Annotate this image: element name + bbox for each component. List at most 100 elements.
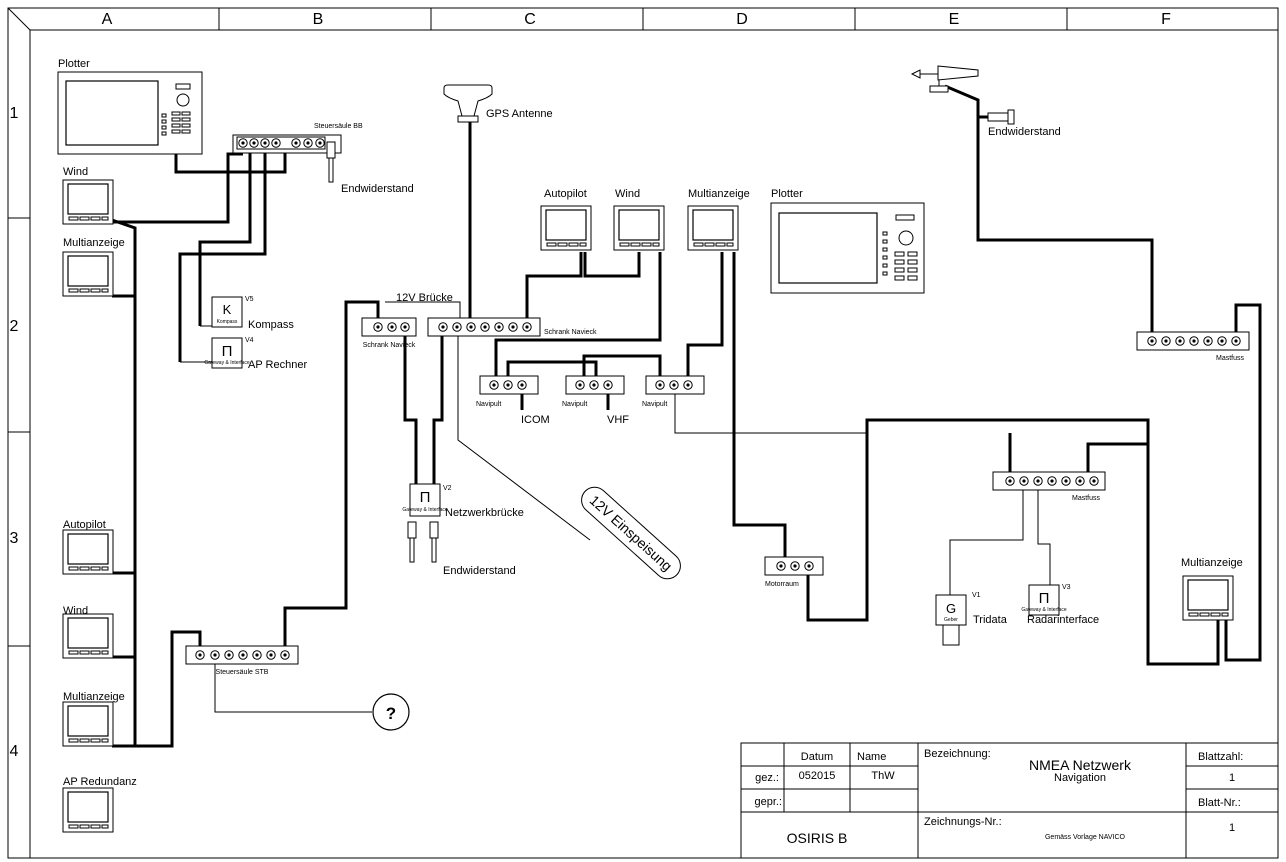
wind-c-label: Wind — [615, 188, 640, 200]
network-wires — [111, 84, 1262, 748]
multi-d-label: Multianzeige — [688, 188, 750, 200]
motorraum-label: Motorraum — [765, 581, 799, 588]
drawing-frame — [7, 7, 1279, 859]
terminator-c-label: Endwiderstand — [443, 565, 516, 577]
kompass-label: Kompass — [248, 319, 294, 331]
tridata-module[interactable]: G Geber — [935, 594, 967, 646]
mastfuss-1-label: Mastfuss — [1216, 355, 1245, 362]
multi-display-a2[interactable] — [62, 701, 114, 747]
ap-rechner-module[interactable]: Π Gateway & Interface — [204, 337, 250, 369]
autopilot-display-a[interactable] — [62, 529, 114, 575]
title-bezeichnung-header: Bezeichnung: — [924, 748, 991, 760]
icom-label: ICOM — [521, 414, 550, 426]
backbone-steuersaeule-bb[interactable] — [232, 134, 342, 154]
radarinterface-sub: Gateway & Interface — [1021, 607, 1067, 613]
netzwerkbruecke-version: V2 — [443, 485, 452, 492]
backbone-mastfuss-1[interactable] — [1136, 331, 1250, 351]
backbone-mastfuss-2[interactable] — [992, 471, 1106, 491]
backbone-motorraum[interactable] — [764, 556, 824, 576]
terminator-b-label: Endwiderstand — [341, 183, 414, 195]
plotter-a-label: Plotter — [58, 58, 90, 70]
navipult-3-label: Navipult — [642, 401, 667, 408]
radarinterface-label: Radarinterface — [1027, 614, 1099, 626]
kompass-glyph: K — [223, 302, 232, 317]
title-datum-header: Datum — [801, 751, 833, 763]
steuersaeule-stb-label: Steuersäule STB — [216, 669, 269, 676]
wind-transducer-icon[interactable] — [910, 65, 979, 93]
column-label-a: A — [102, 11, 113, 28]
navipult-1-label: Navipult — [476, 401, 501, 408]
feed-12v-text: 12V Einspeisung — [587, 492, 676, 574]
gps-antenna-icon[interactable] — [443, 84, 493, 123]
terminator-c1-icon — [407, 521, 417, 563]
backbone-navipult-2[interactable] — [565, 375, 625, 395]
schrank-navieck-1-label: Schrank Navieck — [363, 342, 416, 349]
plotter-d[interactable] — [770, 202, 925, 294]
backbone-navipult-1[interactable] — [479, 375, 539, 395]
title-name-value: ThW — [871, 770, 895, 782]
multi-a1-label: Multianzeige — [63, 237, 125, 249]
title-blattnr-value: 1 — [1229, 822, 1235, 834]
radarinterface-glyph: Π — [1039, 590, 1050, 607]
radarinterface-version: V3 — [1062, 584, 1071, 591]
title-zeichnungsnr-header: Zeichnungs-Nr.: — [924, 816, 1002, 828]
ap-rechner-glyph: Π — [222, 343, 233, 360]
row-label-3: 3 — [10, 530, 19, 547]
row-label-1: 1 — [10, 105, 19, 122]
wind-display-a1[interactable] — [62, 179, 114, 225]
tridata-version: V1 — [972, 592, 981, 599]
ap-rechner-version: V4 — [245, 337, 254, 344]
multi-a2-label: Multianzeige — [63, 691, 125, 703]
netzwerkbruecke-module[interactable]: Π Gateway & Interface — [402, 483, 448, 517]
tridata-sub: Geber — [944, 617, 958, 623]
backbone-schrank-navieck-1[interactable] — [361, 317, 417, 337]
tridata-glyph: G — [946, 601, 956, 616]
column-label-e: E — [949, 11, 960, 28]
multi-display-f[interactable] — [1182, 575, 1234, 621]
title-blattnr-header: Blatt-Nr.: — [1198, 797, 1241, 809]
wind-display-a2[interactable] — [62, 613, 114, 659]
row-label-4: 4 — [10, 743, 19, 760]
title-sub: Navigation — [1054, 772, 1106, 784]
terminator-b-icon — [326, 141, 336, 183]
title-zeichnungsnr-value: Gemäss Vorlage NAVICO — [1045, 834, 1126, 841]
netzwerkbruecke-sub: Gateway & Interface — [402, 507, 448, 513]
title-name-header: Name — [857, 751, 886, 763]
column-label-c: C — [524, 11, 536, 28]
backbone-steuersaeule-stb[interactable] — [185, 645, 299, 665]
multi-display-a1[interactable] — [62, 251, 114, 297]
row-label-2: 2 — [10, 318, 19, 335]
kompass-module[interactable]: K Kompass — [211, 296, 243, 328]
feed-12v-badge[interactable]: 12V Einspeisung — [576, 482, 686, 584]
column-label-f: F — [1161, 11, 1171, 28]
navipult-2-label: Navipult — [562, 401, 587, 408]
title-project: OSIRIS B — [787, 830, 848, 846]
ap-redundanz-label: AP Redundanz — [63, 776, 137, 788]
backbone-schrank-navieck-2[interactable] — [427, 317, 541, 337]
autopilot-display-c[interactable] — [540, 205, 592, 251]
multi-f-label: Multianzeige — [1181, 557, 1243, 569]
autopilot-a-label: Autopilot — [63, 519, 106, 531]
bruecke-12v-label: 12V Brücke — [396, 292, 453, 304]
radarinterface-module[interactable]: Π Gateway & Interface — [1021, 584, 1067, 616]
title-main: NMEA Netzwerk — [1029, 757, 1132, 773]
plotter-a[interactable] — [57, 71, 203, 155]
ap-redundanz-display[interactable] — [62, 787, 114, 833]
vhf-label: VHF — [607, 414, 629, 426]
plotter-d-label: Plotter — [771, 188, 803, 200]
wind-display-c[interactable] — [613, 205, 665, 251]
netzwerkbruecke-glyph: Π — [420, 489, 431, 506]
wind-a1-label: Wind — [63, 166, 88, 178]
unknown-device-marker[interactable]: ? — [372, 693, 410, 731]
backbone-navipult-3[interactable] — [645, 375, 705, 395]
column-label-b: B — [313, 11, 324, 28]
title-gepr-label: gepr.: — [754, 796, 782, 808]
title-blattzahl-header: Blattzahl: — [1198, 751, 1243, 763]
ap-rechner-label: AP Rechner — [248, 359, 307, 371]
netzwerkbruecke-label: Netzwerkbrücke — [445, 507, 524, 519]
ap-rechner-sub: Gateway & Interface — [204, 360, 250, 366]
multi-display-d[interactable] — [687, 205, 739, 251]
steuersaeule-bb-label: Steuersäule BB — [314, 123, 363, 130]
title-gez-label: gez.: — [755, 772, 779, 784]
